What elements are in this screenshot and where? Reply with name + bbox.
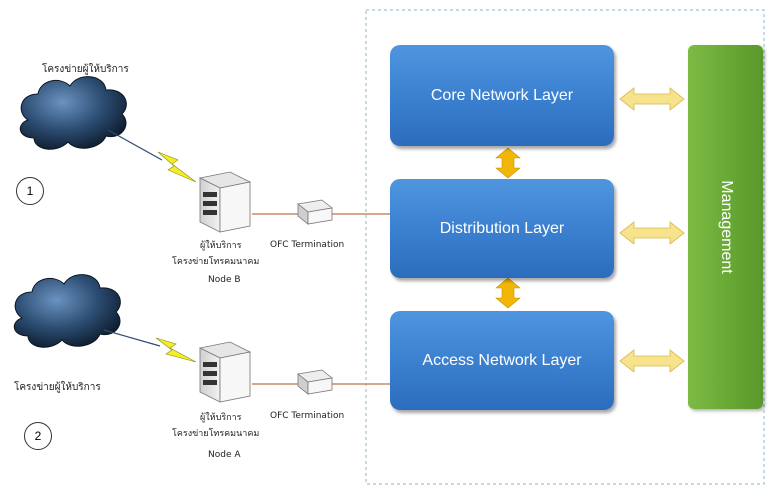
lightning-icon-1: [157, 151, 197, 183]
node-b-name: Node B: [208, 275, 241, 285]
server-icon-node-a: [198, 341, 252, 403]
node-a-owner-line1: ผู้ให้บริการ: [200, 413, 242, 423]
arrow-distribution-management: [619, 221, 685, 245]
cloud-icon-provider-2: [13, 274, 121, 348]
arrow-core-management: [619, 87, 685, 111]
ofc-termination-icon-a: [297, 369, 333, 395]
management-label: Management: [717, 180, 735, 274]
dashed-container: [365, 9, 765, 485]
lightning-icon-2: [155, 337, 197, 363]
core-network-layer: Core Network Layer: [390, 45, 614, 146]
node-a-owner-line2: โครงข่ายโทรคมนาคม: [172, 429, 260, 439]
arrow-access-management: [619, 349, 685, 373]
node-a-ofc-label: OFC Termination: [270, 411, 345, 421]
marker-1: 1: [16, 177, 44, 205]
management-bar: Management: [688, 45, 763, 409]
node-b-owner-line1: ผู้ให้บริการ: [200, 241, 242, 251]
node-b-ofc-label: OFC Termination: [270, 240, 345, 250]
provider-network-label-top: โครงข่ายผู้ให้บริการ: [42, 64, 129, 75]
ofc-termination-icon-b: [297, 199, 333, 225]
marker-2: 2: [24, 422, 52, 450]
provider-network-label-bottom: โครงข่ายผู้ให้บริการ: [14, 382, 101, 393]
arrow-core-distribution: [495, 147, 521, 179]
cloud-icon-provider-1: [19, 76, 127, 150]
node-a-name: Node A: [208, 450, 241, 460]
node-b-owner-line2: โครงข่ายโทรคมนาคม: [172, 257, 260, 267]
server-icon-node-b: [198, 171, 252, 233]
arrow-distribution-access: [495, 277, 521, 309]
access-network-layer: Access Network Layer: [390, 311, 614, 410]
distribution-layer: Distribution Layer: [390, 179, 614, 278]
